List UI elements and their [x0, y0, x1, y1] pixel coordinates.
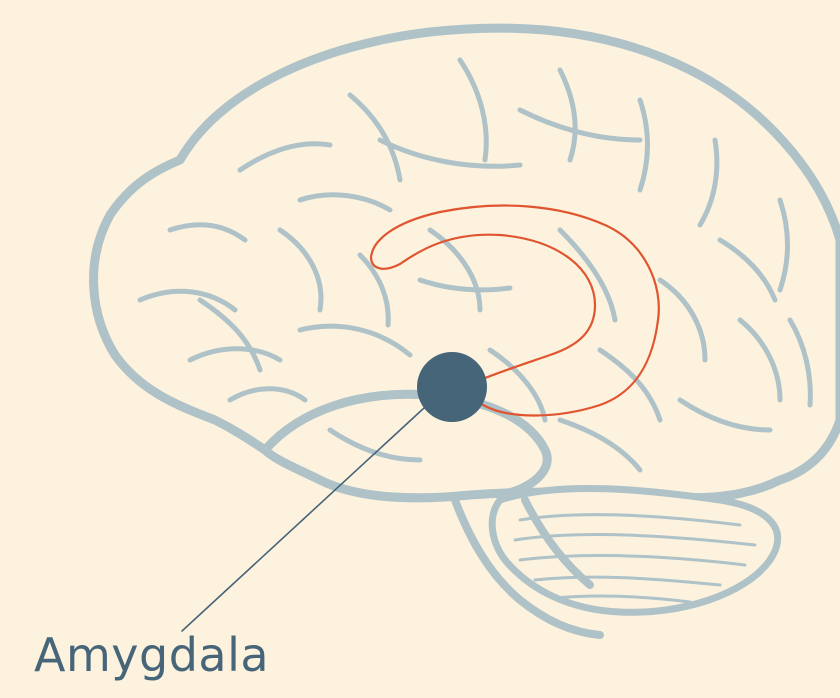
amygdala-label: Amygdala — [34, 632, 269, 678]
amygdala-marker — [417, 352, 487, 422]
